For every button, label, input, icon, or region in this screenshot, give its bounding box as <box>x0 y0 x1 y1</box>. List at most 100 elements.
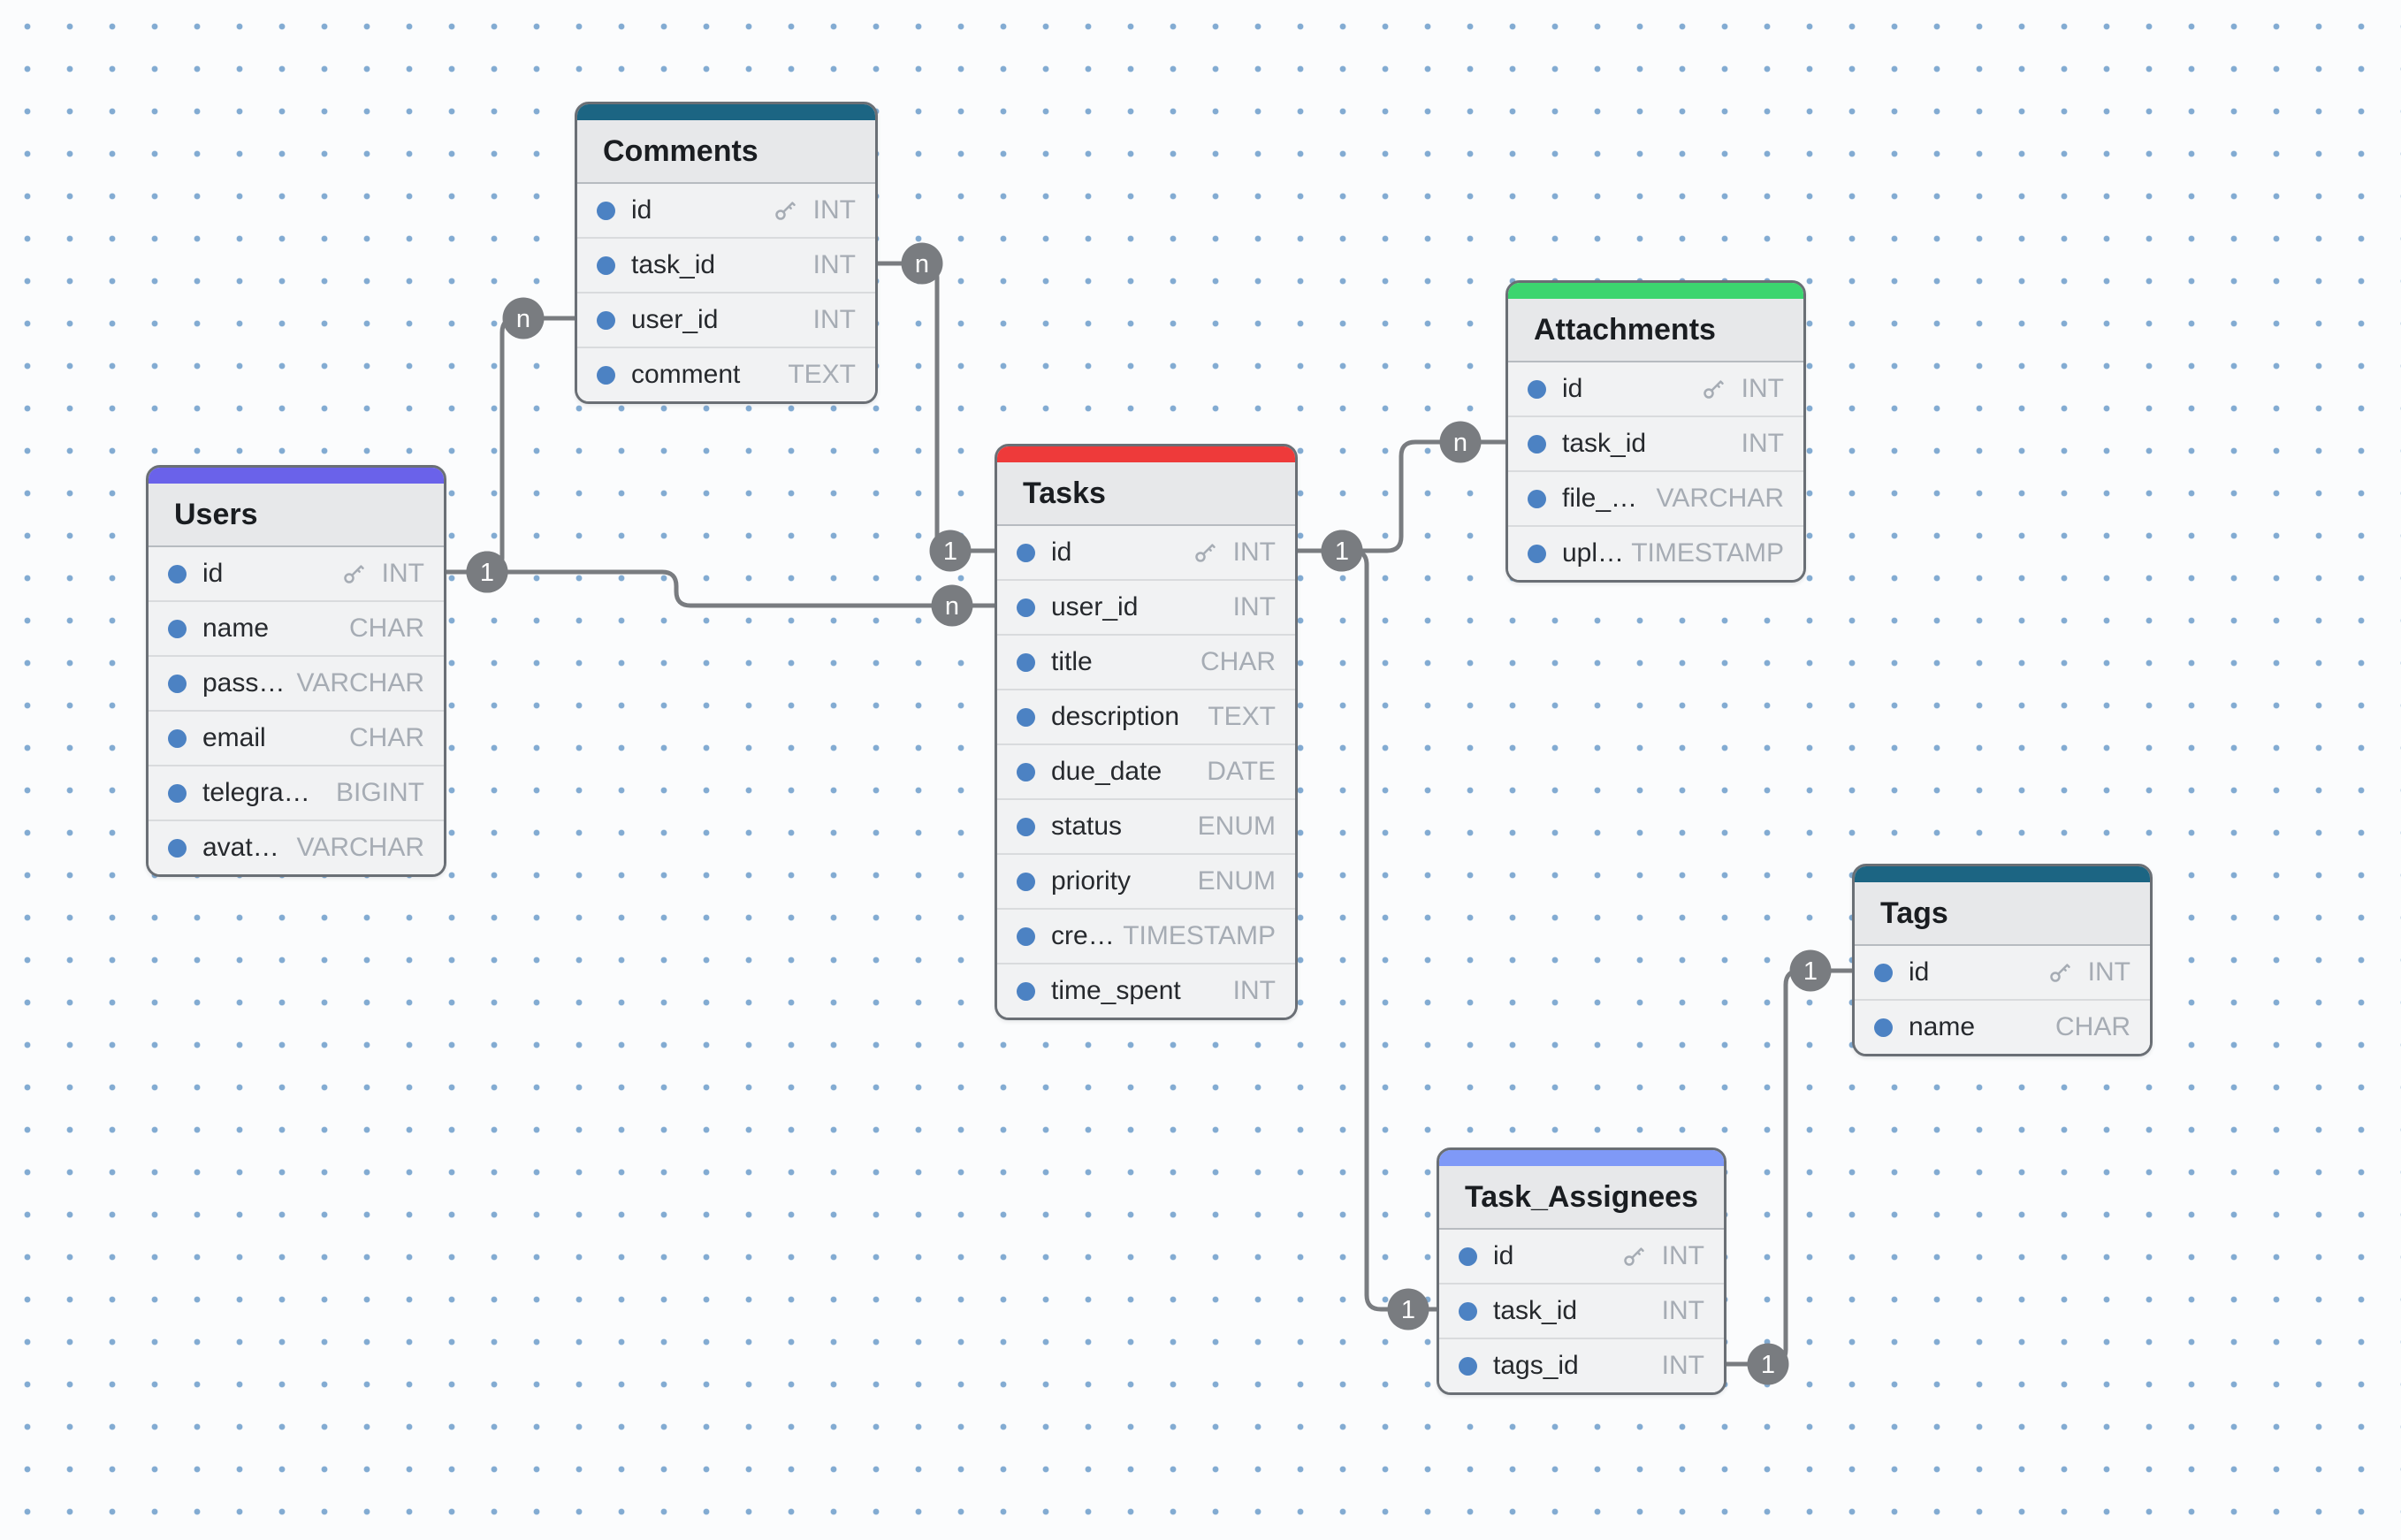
field-name: tags_id <box>1493 1351 1579 1380</box>
field-name: task_id <box>1493 1296 1578 1325</box>
field-dot-icon <box>168 783 187 803</box>
field-dot-icon <box>1459 1246 1477 1266</box>
field-dot-icon <box>1528 489 1546 508</box>
table-title: Comments <box>577 120 875 184</box>
field-dot-icon <box>1874 1018 1893 1037</box>
field-type: INT <box>1661 1241 1704 1270</box>
field-type: TIMESTAMP <box>1631 538 1784 568</box>
field-row[interactable]: avatar_pa...VARCHAR <box>149 821 444 874</box>
field-row[interactable]: id INT <box>1508 362 1803 417</box>
field-row[interactable]: description TEXT <box>997 690 1295 745</box>
field-row[interactable]: created...TIMESTAMP <box>997 910 1295 964</box>
field-dot-icon <box>168 674 187 693</box>
field-name: user_id <box>631 305 719 334</box>
field-type: CHAR <box>1200 647 1276 676</box>
field-name: name <box>202 614 270 643</box>
field-dot-icon <box>1017 598 1035 617</box>
field-type: INT <box>2087 957 2130 987</box>
field-row[interactable]: upload...TIMESTAMP <box>1508 527 1803 580</box>
table-accent-bar <box>1855 866 2150 882</box>
field-dot-icon <box>1528 544 1546 563</box>
field-type: CHAR <box>348 723 424 752</box>
table-accent-bar <box>1508 283 1803 299</box>
field-dot-icon <box>1017 707 1035 727</box>
field-dot-icon <box>597 310 615 330</box>
field-type: INT <box>381 559 424 588</box>
primary-key-icon <box>1700 376 1726 402</box>
field-type: INT <box>1741 429 1784 458</box>
primary-key-icon <box>1192 539 1218 566</box>
table-title: Tasks <box>997 462 1295 526</box>
field-type: ENUM <box>1197 812 1276 841</box>
field-row[interactable]: file_pathVARCHAR <box>1508 472 1803 527</box>
table-card-users[interactable]: UsersidINTnameCHARpasswordVARCHARemailCH… <box>146 465 446 877</box>
field-row[interactable]: priority ENUM <box>997 855 1295 910</box>
field-name: email <box>202 723 266 752</box>
table-accent-bar <box>577 104 875 120</box>
field-dot-icon <box>1017 652 1035 672</box>
primary-key-icon <box>340 560 367 587</box>
field-type: ENUM <box>1197 866 1276 896</box>
field-dot-icon <box>168 619 187 638</box>
field-name: id <box>631 195 652 225</box>
field-name: user_id <box>1051 592 1139 621</box>
field-name: id <box>1562 374 1583 403</box>
field-name: name <box>1909 1012 1976 1041</box>
field-row[interactable]: passwordVARCHAR <box>149 657 444 712</box>
field-type: INT <box>1232 537 1276 567</box>
table-accent-bar <box>1439 1150 1724 1166</box>
field-row[interactable]: task_id INT <box>1508 417 1803 472</box>
field-type: VARCHAR <box>296 833 424 862</box>
table-accent-bar <box>149 468 444 484</box>
field-row[interactable]: email CHAR <box>149 712 444 766</box>
field-type: TIMESTAMP <box>1123 921 1276 950</box>
table-accent-bar <box>997 446 1295 462</box>
field-type: INT <box>1661 1351 1704 1380</box>
field-type: INT <box>812 250 856 279</box>
field-row[interactable]: tags_id INT <box>1439 1339 1724 1392</box>
primary-key-icon <box>2047 959 2073 986</box>
field-dot-icon <box>1017 981 1035 1001</box>
field-dot-icon <box>1017 543 1035 562</box>
field-row[interactable]: user_id INT <box>577 294 875 348</box>
table-fields: idINTnameCHARpasswordVARCHAR email CHAR tel… <box>149 547 444 874</box>
field-name: description <box>1051 702 1180 731</box>
field-name: due_date <box>1051 757 1162 786</box>
field-dot-icon <box>168 564 187 583</box>
field-type: INT <box>812 305 856 334</box>
field-name: task_id <box>1562 429 1647 458</box>
field-row[interactable]: task_id INT <box>577 239 875 294</box>
field-name: task_id <box>631 250 716 279</box>
field-name: telegram_id <box>202 778 329 807</box>
table-card-attachments[interactable]: AttachmentsidINTtask_idINTfile_pathVARCH… <box>1505 280 1806 583</box>
field-type: INT <box>1741 374 1784 403</box>
field-type: TEXT <box>1208 702 1276 731</box>
field-type: TEXT <box>788 360 856 389</box>
field-dot-icon <box>597 201 615 220</box>
field-name: priority <box>1051 866 1132 896</box>
field-dot-icon <box>1017 817 1035 836</box>
